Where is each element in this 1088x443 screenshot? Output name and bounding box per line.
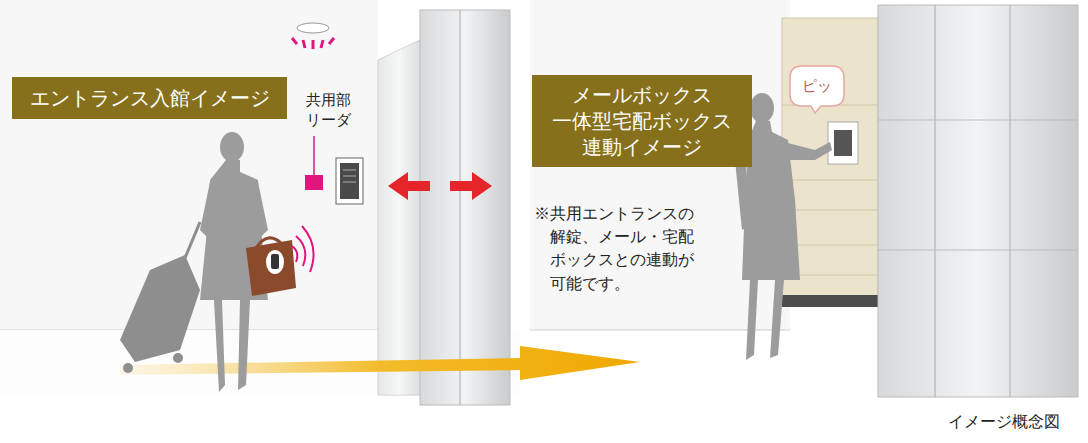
node-text: エントランス入館イメージ — [26, 85, 273, 111]
speech-bubble: ピッ — [790, 66, 844, 106]
node-text: ピッ — [800, 77, 834, 96]
title-box: メールボックス 一体型宅配ボックス 連動イメージ — [532, 75, 752, 167]
caption-note: イメージ概念図 — [948, 412, 1060, 433]
node-text: メールボックス 一体型宅配ボックス 連動イメージ — [546, 82, 738, 160]
note: ※共用エントランスの 解錠、メール・宅配 ボックスとの連動が 可能です。 — [534, 202, 726, 295]
title-box: エントランス入館イメージ — [12, 77, 287, 119]
part-label: 共用部 リーダ — [306, 90, 354, 131]
